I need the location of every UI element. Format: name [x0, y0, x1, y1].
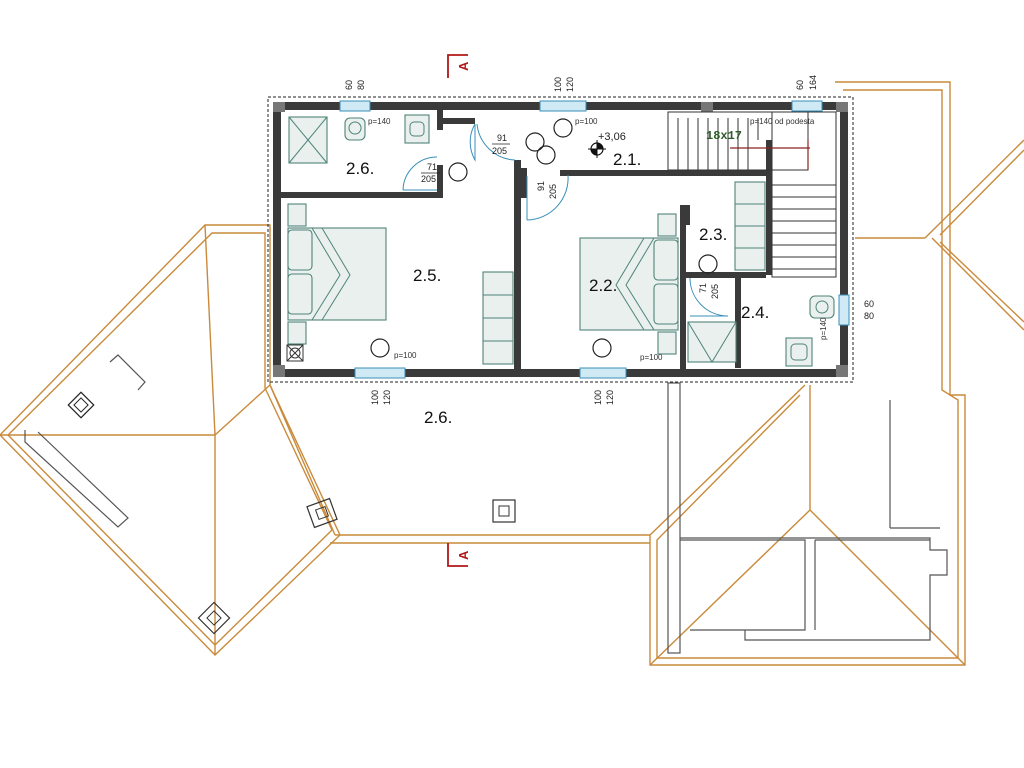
vent-icon [67, 391, 95, 419]
parapet-label: p=100 [575, 117, 598, 126]
wardrobe-icon [482, 271, 514, 365]
room-label: 2.1. [613, 150, 641, 169]
window-dim: 164 [808, 75, 818, 90]
vent-icon [286, 344, 304, 362]
chimney-icon [306, 497, 338, 529]
room-label: 2.3. [699, 225, 727, 244]
sink-icon [785, 337, 813, 367]
room-label: 2.6. [346, 159, 374, 178]
window-dim: 60 [344, 80, 354, 90]
door-dim: 71 [698, 283, 708, 293]
parapet-label: p=140 [368, 117, 391, 126]
shower-icon [687, 321, 737, 363]
parapet-label: p=140 [819, 317, 828, 340]
staircase [667, 111, 837, 278]
roof-outline-left [0, 224, 650, 656]
terrace-lines [24, 354, 948, 654]
light-fixtures [370, 118, 718, 358]
parapet-label: p=100 [640, 353, 663, 362]
toilet-icon [809, 295, 835, 319]
elevation-label: +3,06 [598, 131, 626, 143]
window-dim: 100 [553, 77, 563, 92]
shower-icon [288, 116, 328, 164]
elevation-marker-icon [588, 140, 606, 158]
section-letter: A [456, 550, 471, 560]
room-label: 2.4. [741, 303, 769, 322]
double-bed-icon [287, 203, 387, 345]
window-dim: 80 [864, 311, 874, 321]
stair-label: 18x17 [706, 129, 742, 143]
door-dim: 91 [497, 133, 507, 143]
window-dim: 60 [864, 299, 874, 309]
window-dim: 100 [593, 390, 603, 405]
windows [339, 100, 850, 379]
window-dim: 120 [605, 390, 615, 405]
door-dim: 205 [421, 174, 436, 184]
stair-note: p=140 od podesta [750, 117, 815, 126]
door-dim: 91 [536, 181, 546, 191]
door-dim: 205 [492, 146, 507, 156]
window-dim: 100 [370, 390, 380, 405]
parapet-label: p=100 [394, 351, 417, 360]
window-dim: 120 [565, 77, 575, 92]
window-dim: 120 [382, 390, 392, 405]
room-label: 2.6. [424, 408, 452, 427]
roof-outline-right [649, 81, 1024, 666]
window-dim: 60 [795, 80, 805, 90]
doors [402, 123, 729, 317]
section-letter: A [456, 61, 471, 71]
door-dim: 205 [548, 184, 558, 199]
chimney-icon [197, 601, 231, 635]
chimney-icon [492, 499, 516, 523]
room-label: 2.2. [589, 276, 617, 295]
toilet-icon [344, 117, 366, 141]
wardrobe-icon [734, 181, 766, 271]
sink-icon [404, 114, 430, 144]
section-mark-bottom: A [447, 543, 471, 567]
double-bed-icon [579, 213, 679, 355]
window-dim: 80 [356, 80, 366, 90]
room-label: 2.5. [413, 266, 441, 285]
door-dim: 205 [710, 284, 720, 299]
section-mark-top: A [447, 54, 471, 78]
door-dim: 71 [427, 162, 437, 172]
